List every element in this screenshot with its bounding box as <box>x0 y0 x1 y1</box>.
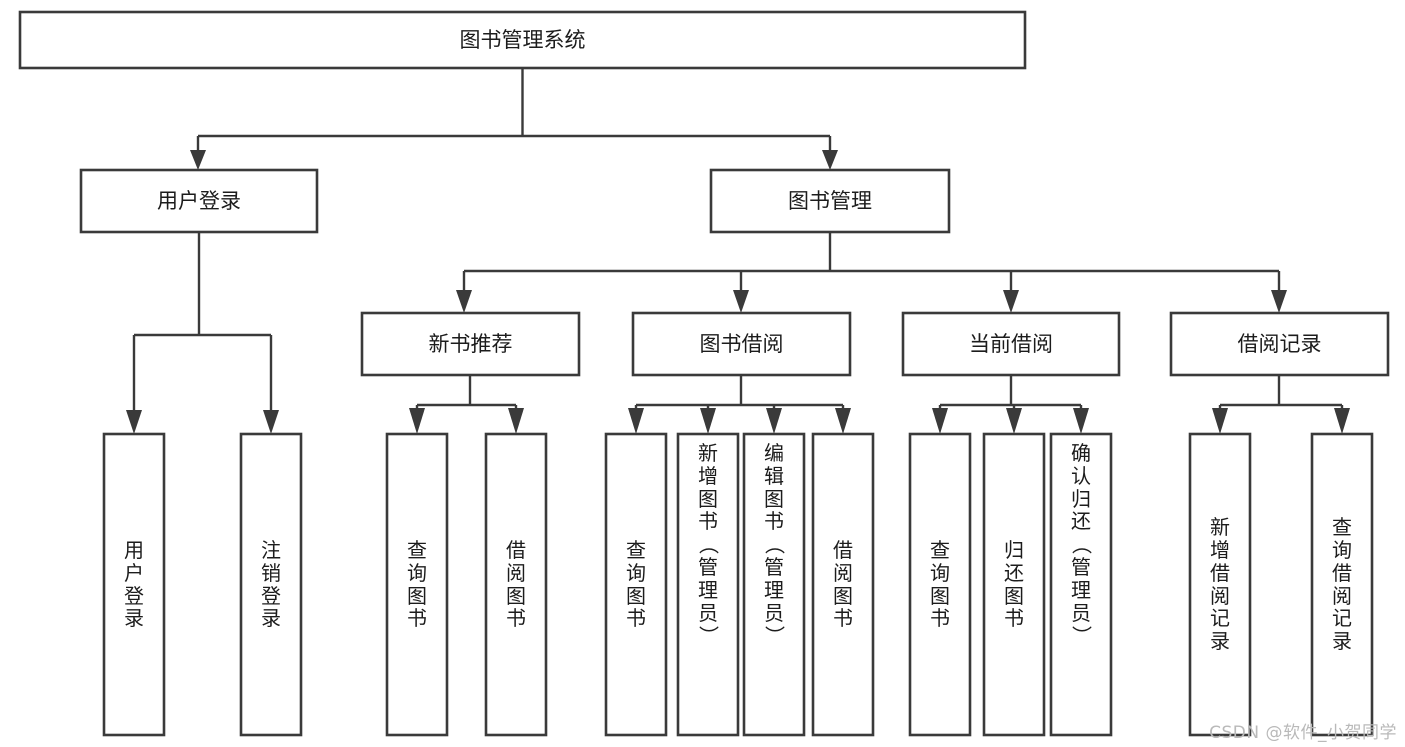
arrow-head-bb-leaf4 <box>835 408 851 434</box>
node-book-borrow-label: 图书借阅 <box>700 332 784 356</box>
node-borrow-record[interactable]: 借阅记录 <box>1169 311 1390 377</box>
arrow-head-nb-leaf2 <box>508 408 524 434</box>
leaf-node-box[interactable] <box>908 432 972 737</box>
arrow-head-br-leaf1 <box>1212 408 1228 434</box>
node-root-box <box>18 10 1027 70</box>
node-new-book-recommend[interactable]: 新书推荐 <box>360 311 581 377</box>
connector-group-book-mgmt <box>456 232 1287 313</box>
node-user-login-box <box>79 168 319 234</box>
leaf-node-box[interactable] <box>385 432 449 737</box>
leaf-node-box[interactable] <box>1310 432 1374 737</box>
arrow-head-borrow-record <box>1271 290 1287 313</box>
node-new-book-recommend-box <box>360 311 581 377</box>
node-book-management-label: 图书管理 <box>788 189 872 213</box>
watermark-text: CSDN @软件_小贺同学 <box>1209 723 1397 743</box>
leaf-node-box[interactable] <box>239 432 303 737</box>
connector-group-current-borrow <box>932 375 1089 434</box>
connector-group-book-borrow <box>628 375 851 434</box>
leaf-node-box[interactable] <box>102 432 166 737</box>
node-root-system[interactable]: 图书管理系统 <box>18 10 1027 70</box>
leaf-node-box[interactable] <box>811 432 875 737</box>
leaf-node-box[interactable] <box>1188 432 1252 737</box>
node-borrow-record-box <box>1169 311 1390 377</box>
leaf-node-box[interactable] <box>982 432 1046 737</box>
arrow-head-ul-leaf2 <box>263 410 279 434</box>
node-book-borrow[interactable]: 图书借阅 <box>631 311 852 377</box>
node-book-management[interactable]: 图书管理 <box>709 168 951 234</box>
arrow-head-cb-leaf3 <box>1073 408 1089 434</box>
leaf-node-box[interactable] <box>484 432 548 737</box>
node-current-borrow-label: 当前借阅 <box>969 332 1053 356</box>
node-root-label: 图书管理系统 <box>460 28 586 52</box>
connector-group-root <box>190 68 838 170</box>
leaf-node-box[interactable] <box>676 432 740 737</box>
connector-group-new-book <box>409 375 524 434</box>
arrow-head-nb-leaf1 <box>409 408 425 434</box>
node-user-login[interactable]: 用户登录 <box>79 168 319 234</box>
leaf-node-box[interactable] <box>604 432 668 737</box>
connector-group-borrow-record <box>1212 375 1350 434</box>
arrow-head-book-mgmt <box>822 150 838 170</box>
leaf-box-group <box>102 432 1374 737</box>
node-new-book-recommend-label: 新书推荐 <box>429 332 513 356</box>
arrow-head-bb-leaf1 <box>628 408 644 434</box>
arrow-head-cb-leaf2 <box>1006 408 1022 434</box>
node-book-management-box <box>709 168 951 234</box>
connector-group-user-login <box>126 232 279 434</box>
arrow-head-ul-leaf1 <box>126 410 142 434</box>
arrow-head-current-borrow <box>1003 290 1019 313</box>
arrow-head-bb-leaf2 <box>700 408 716 434</box>
arrow-head-bb-leaf3 <box>766 408 782 434</box>
arrow-head-new-book <box>456 290 472 313</box>
arrow-head-br-leaf2 <box>1334 408 1350 434</box>
node-book-borrow-box <box>631 311 852 377</box>
leaf-node-box[interactable] <box>742 432 806 737</box>
node-current-borrow-box <box>901 311 1121 377</box>
arrow-head-cb-leaf1 <box>932 408 948 434</box>
leaf-node-box[interactable] <box>1049 432 1113 737</box>
node-user-login-label: 用户登录 <box>157 189 241 213</box>
arrow-head-book-borrow <box>733 290 749 313</box>
node-current-borrow[interactable]: 当前借阅 <box>901 311 1121 377</box>
node-borrow-record-label: 借阅记录 <box>1238 332 1322 356</box>
arrow-head-user-login <box>190 150 206 170</box>
